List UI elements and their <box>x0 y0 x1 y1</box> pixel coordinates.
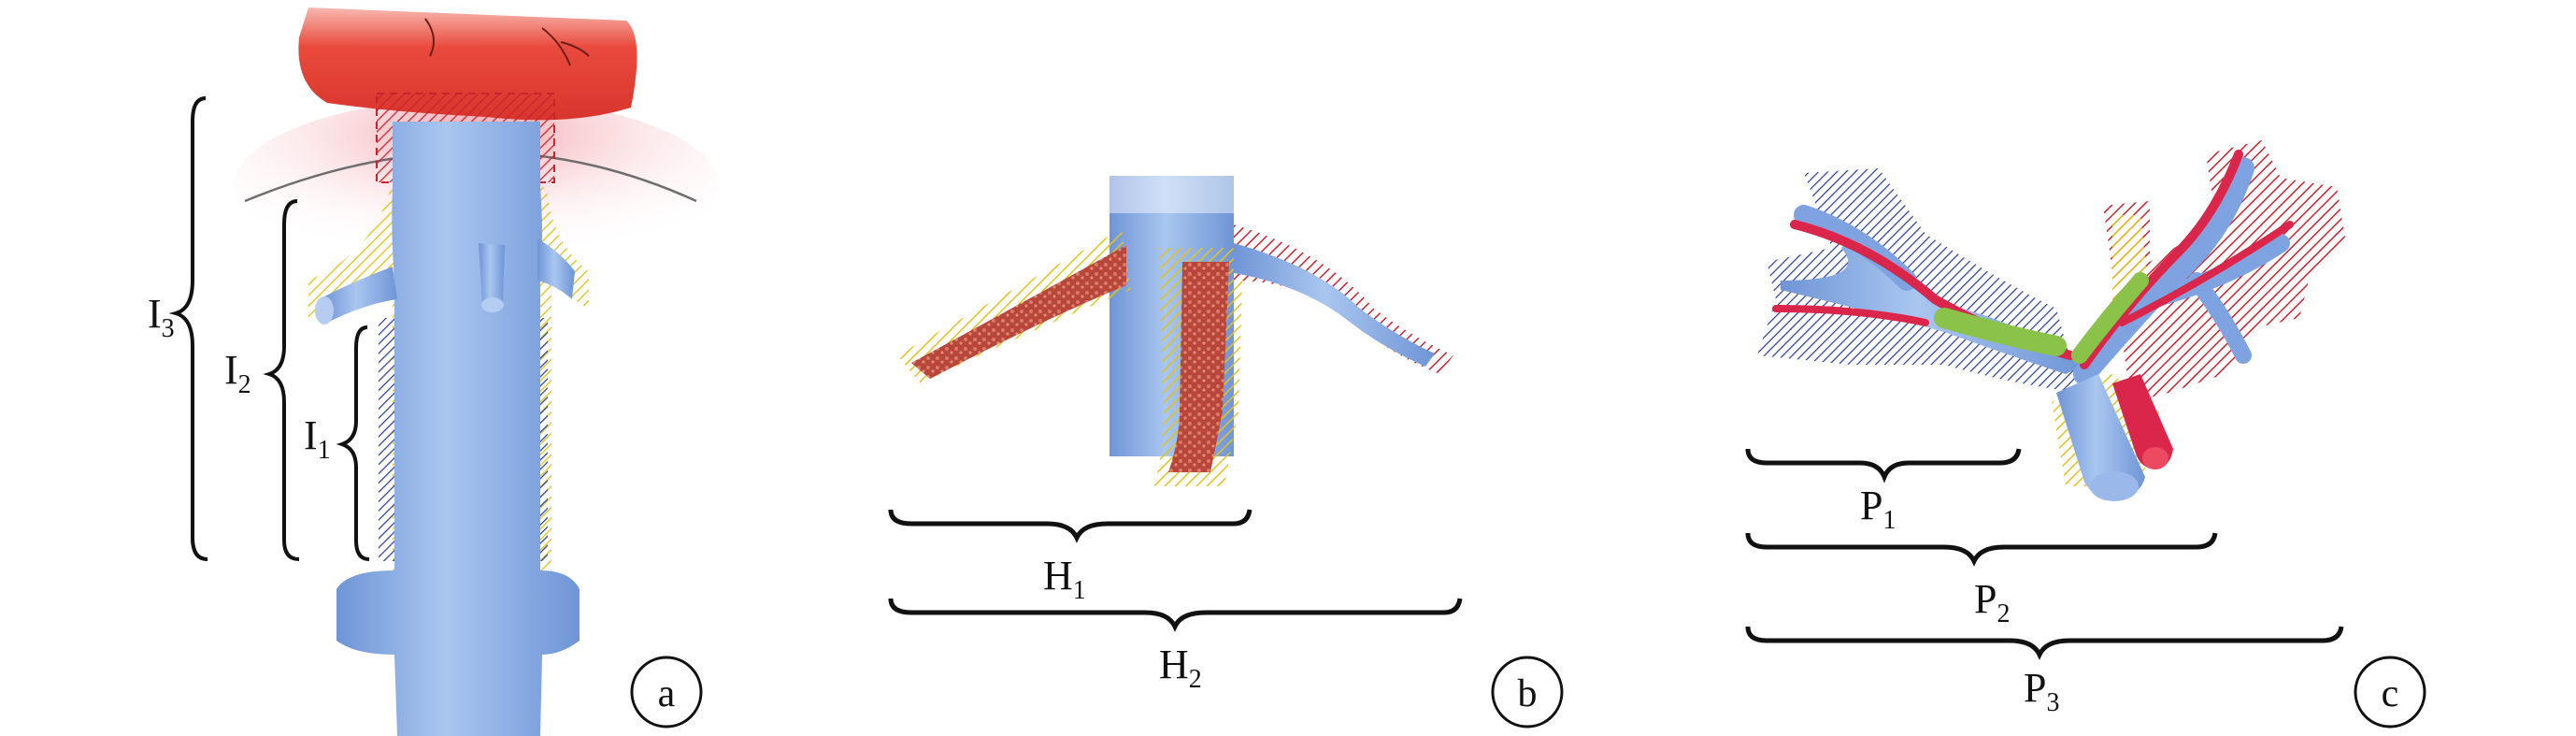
label-p2: P2 <box>1974 576 2010 628</box>
brace-i3 <box>168 96 208 561</box>
left-bile-duct <box>1934 308 2067 356</box>
left-hepatic-vein-end <box>315 296 334 325</box>
right-portal-branch <box>2073 157 2254 385</box>
atrium-veins <box>424 18 590 66</box>
central-branch-tissue <box>1168 262 1229 472</box>
ivc-left-hatch <box>379 318 395 561</box>
left-artery-sub <box>1772 305 1929 326</box>
brace-h1 <box>888 509 1252 543</box>
panel-a-letter: a <box>658 672 676 715</box>
middle-hepatic-vein <box>479 243 505 304</box>
right-branch-vessel <box>1234 243 1435 367</box>
right-hepatic-vein <box>537 238 575 299</box>
label-p3: P3 <box>2024 665 2059 717</box>
brace-p2 <box>1745 532 2218 567</box>
left-branch-tissue <box>911 245 1126 379</box>
hepatic-artery-trunk <box>2112 374 2173 469</box>
label-h2: H2 <box>1159 642 1202 694</box>
portal-trunk-c <box>2056 374 2145 500</box>
portal-trunk-end <box>2090 471 2139 501</box>
brace-p1 <box>1745 448 2022 483</box>
right-portal-subbranch <box>2140 234 2290 309</box>
right-artery <box>2080 150 2243 369</box>
label-i1: I1 <box>304 412 331 465</box>
ivc-vessel <box>336 122 580 736</box>
hepatic-artery-end <box>2142 447 2168 469</box>
right-bile-duct <box>2071 272 2149 364</box>
left-hepatic-vein <box>322 267 397 323</box>
atrium-shape <box>298 7 637 121</box>
panel-b: H1 H2 b <box>888 176 1564 729</box>
brace-p3 <box>1745 626 2344 660</box>
panel-a: I3 I2 I1 a <box>148 7 720 736</box>
label-i2: I2 <box>224 347 251 399</box>
label-i3: I3 <box>148 291 175 343</box>
portal-trunk-fade <box>1109 176 1234 213</box>
panel-c-badge <box>2354 656 2426 729</box>
label-h1: H1 <box>1043 553 1086 605</box>
right-artery-sub <box>2118 221 2294 326</box>
middle-hepatic-vein-end <box>481 297 504 312</box>
brace-h2 <box>888 598 1463 632</box>
right-portal-lower <box>2188 272 2252 364</box>
panel-b-badge <box>1491 656 1564 729</box>
panel-c-letter: c <box>2382 672 2399 715</box>
panel-c: P1 P2 P3 c <box>1745 140 2426 729</box>
panel-a-badge <box>630 656 703 729</box>
panel-b-letter: b <box>1518 672 1538 715</box>
label-p1: P1 <box>1860 483 1896 535</box>
brace-i2 <box>263 199 300 561</box>
brace-i1 <box>336 325 370 561</box>
